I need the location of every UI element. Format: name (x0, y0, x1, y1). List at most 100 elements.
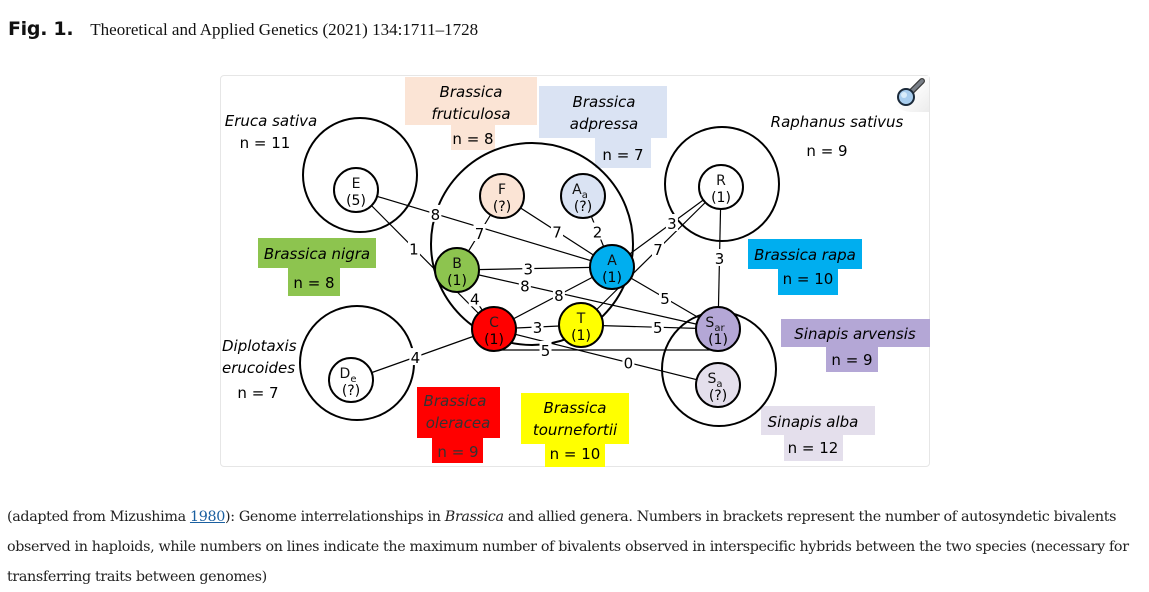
genome-node-T: T(1) (558, 302, 604, 348)
connection-label-bg (591, 222, 604, 240)
connection-value-E-A: 8 (431, 206, 441, 224)
brassica-outer-circle (430, 142, 634, 346)
species-name-nigra: Brassica nigra (264, 245, 370, 263)
genome-circle-E (333, 167, 379, 213)
label-bg-adpressa-n (595, 138, 651, 168)
species-n-alba: n = 12 (788, 439, 839, 457)
species-name-diplotaxis-1: Diplotaxis (222, 337, 297, 355)
genome-circle-F (479, 173, 525, 219)
connection-label-bg (468, 289, 481, 307)
connection-value-De-C: 4 (411, 349, 421, 367)
caption-italic-brassica: Brassica (444, 509, 504, 525)
reference-link-1980[interactable]: 1980 (189, 509, 225, 525)
genome-node-B: B(1) (434, 247, 480, 293)
genome-node-Sa: Sa(?) (695, 362, 741, 408)
species-name-fruticulosa-1: Brassica (440, 83, 503, 101)
genome-circle-Sa (695, 362, 741, 408)
genome-circle-A (589, 244, 635, 290)
genome-bivalents-F: (?) (493, 199, 511, 215)
label-bg-oleracea (417, 387, 500, 438)
species-name-eruca: Eruca sativa (225, 112, 317, 130)
species-n-adpressa: n = 7 (602, 146, 643, 164)
connection-line-C-Sa (493, 328, 719, 386)
species-n-raphanus: n = 9 (806, 142, 847, 160)
figure-header: Fig. 1. Theoretical and Applied Genetics… (8, 18, 478, 48)
species-name-arvensis: Sinapis arvensis (794, 325, 916, 343)
caption-text-2: ): Genome interrelationships in (224, 509, 445, 525)
connection-line-R-T (580, 186, 722, 326)
species-name-tournefortii-2: tournefortii (533, 421, 618, 439)
connection-label-bg (409, 348, 422, 366)
journal-citation: Theoretical and Applied Genetics (2021) … (90, 20, 479, 39)
connection-label-bg (622, 353, 635, 371)
genome-node-De: De(?) (328, 357, 374, 403)
genome-node-R: R(1) (698, 164, 744, 210)
label-bg-rapa (748, 239, 862, 269)
connection-value-A-C: 8 (554, 287, 564, 305)
species-name-adpressa-2: adpressa (570, 115, 638, 133)
genome-bivalents-E: (5) (346, 193, 366, 209)
label-bg-fruticulosa-n (451, 125, 495, 150)
species-n-oleracea: n = 9 (437, 443, 478, 461)
figure-label: Fig. 1. (8, 18, 74, 40)
genome-bivalents-Sa: (?) (709, 388, 727, 404)
connection-value-F-A: 7 (552, 224, 562, 242)
label-bg-tournefortii-n (545, 444, 605, 467)
label-bg-nigra-n (288, 268, 340, 296)
genome-circle-T (558, 302, 604, 348)
connection-label-bg (531, 318, 544, 335)
genome-node-C: C(1) (471, 306, 517, 352)
genome-bivalents-B: (1) (447, 273, 467, 289)
species-n-fruticulosa: n = 8 (452, 130, 493, 148)
species-name-oleracea-2: oleracea (426, 414, 491, 432)
species-n-nigra: n = 8 (293, 274, 334, 292)
connection-value-T-Sar: 5 (653, 319, 663, 337)
label-bg-nigra (258, 238, 376, 268)
connection-value-F-B: 7 (475, 225, 485, 243)
genome-letter-E: E (352, 176, 361, 192)
connection-value-R-Sar: 3 (715, 250, 725, 268)
genome-letter-A: A (607, 253, 617, 269)
connection-line-B-A (456, 266, 613, 271)
connection-label-bg (518, 276, 531, 294)
label-bg-arvensis-n (826, 347, 878, 372)
connection-value-Aa-A: 2 (593, 224, 603, 242)
connection-label-bg (539, 341, 552, 358)
genome-node-E: E(5) (333, 167, 379, 213)
connection-value-R-T: 7 (653, 241, 663, 259)
label-bg-alba-n (784, 435, 843, 461)
connection-value-B-C: 4 (470, 290, 480, 308)
species-name-alba: Sinapis alba (768, 413, 859, 431)
magnifier-icon (897, 78, 925, 106)
connection-label-bg (665, 214, 678, 231)
label-bg-tournefortii (521, 393, 629, 444)
genome-bivalents-T: (1) (571, 328, 591, 344)
connection-label-bg (522, 259, 535, 277)
connection-value-R-A: 3 (667, 215, 677, 233)
connection-label-bg (473, 224, 486, 241)
genome-bivalents-C: (1) (484, 332, 504, 348)
genome-node-Sar: Sar(1) (695, 306, 741, 352)
genome-letter-R: R (716, 173, 726, 189)
connection-label-bg (659, 289, 671, 306)
label-bg-fruticulosa (405, 77, 537, 125)
species-name-tournefortii-1: Brassica (544, 399, 607, 417)
figure-caption: (adapted from Mizushima 1980): Genome in… (7, 502, 1147, 592)
connection-line-B-Sar (456, 269, 719, 330)
species-n-rapa: n = 10 (783, 270, 834, 288)
species-n-tournefortii: n = 10 (550, 445, 601, 463)
caption-text-3: and allied genera. Numbers in brackets r… (7, 509, 1129, 585)
connection-label-bg (552, 285, 565, 303)
connection-value-C-Sa: 0 (624, 355, 634, 373)
genome-circle-Sar (695, 306, 741, 352)
connection-label-bg (652, 240, 664, 258)
species-n-eruca: n = 11 (240, 134, 291, 152)
eruca-outer-circle (302, 117, 418, 233)
connection-label-bg (713, 249, 726, 266)
connection-value-B-Sar: 8 (520, 277, 530, 295)
zoom-figure-button[interactable] (891, 76, 929, 112)
genome-bivalents-A: (1) (602, 270, 622, 286)
connection-value-E-C: 1 (409, 240, 419, 258)
genome-circle-De (328, 357, 374, 403)
